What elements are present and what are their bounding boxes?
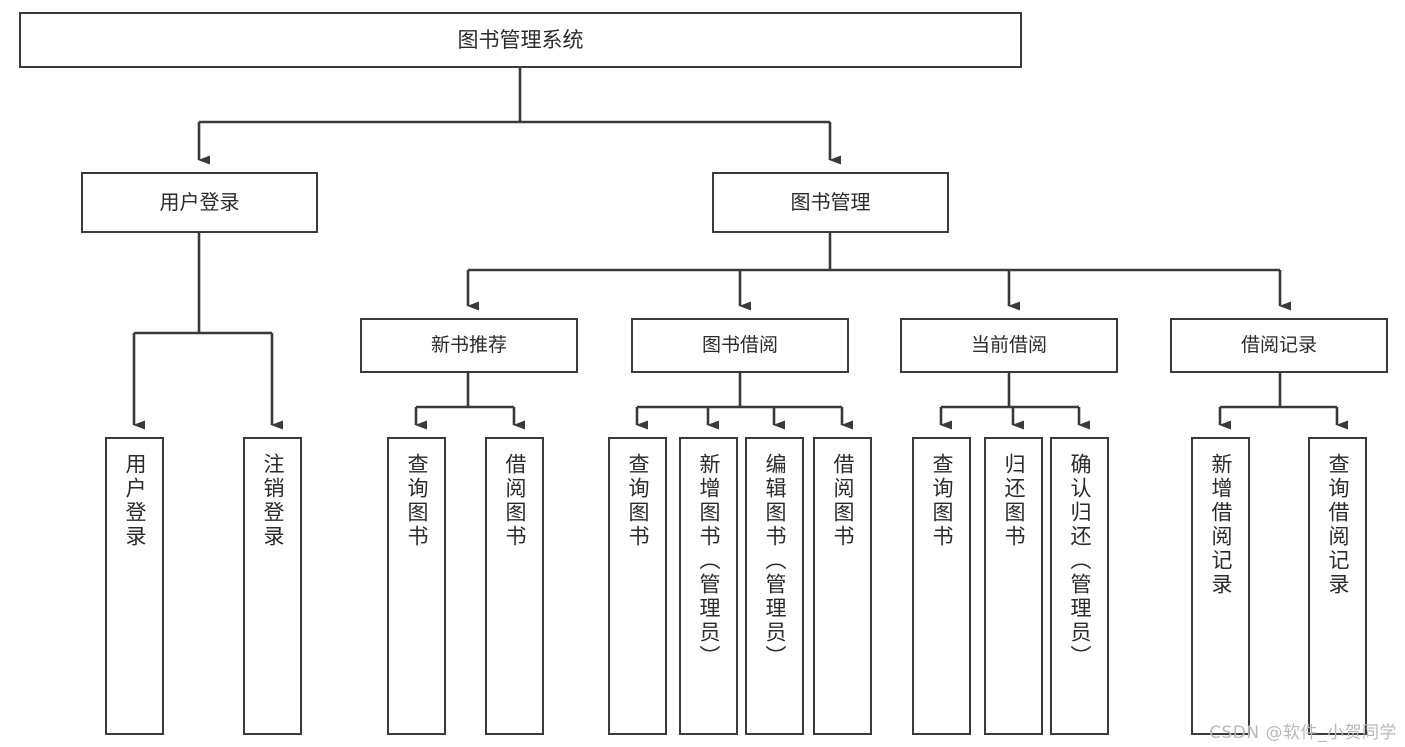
node-leaf-add-book-label: 新增图书（管理员） bbox=[697, 453, 721, 669]
node-leaf-query-record[interactable]: 查询借阅记录 bbox=[1308, 437, 1367, 735]
node-leaf-edit-book-label: 编辑图书（管理员） bbox=[763, 453, 787, 669]
node-leaf-borrow-book-2[interactable]: 借阅图书 bbox=[813, 437, 872, 735]
node-book-manage[interactable]: 图书管理 bbox=[712, 172, 949, 233]
node-leaf-confirm-return[interactable]: 确认归还（管理员） bbox=[1050, 437, 1109, 735]
node-leaf-return-book[interactable]: 归还图书 bbox=[984, 437, 1043, 735]
node-leaf-query-book-3-label: 查询图书 bbox=[930, 453, 954, 549]
node-leaf-user-login[interactable]: 用户登录 bbox=[105, 437, 164, 735]
node-leaf-user-logout[interactable]: 注销登录 bbox=[243, 437, 302, 735]
node-leaf-borrow-book-1[interactable]: 借阅图书 bbox=[485, 437, 544, 735]
node-leaf-borrow-book-1-label: 借阅图书 bbox=[503, 453, 527, 549]
node-current-borrow[interactable]: 当前借阅 bbox=[900, 318, 1118, 373]
node-user-login[interactable]: 用户登录 bbox=[81, 172, 318, 233]
node-book-manage-label: 图书管理 bbox=[790, 189, 871, 214]
node-current-borrow-label: 当前借阅 bbox=[970, 334, 1047, 357]
node-leaf-add-book[interactable]: 新增图书（管理员） bbox=[679, 437, 738, 735]
node-root[interactable]: 图书管理系统 bbox=[19, 12, 1022, 68]
node-new-book-recommend-label: 新书推荐 bbox=[430, 334, 507, 357]
node-leaf-return-book-label: 归还图书 bbox=[1002, 453, 1026, 549]
node-leaf-query-record-label: 查询借阅记录 bbox=[1326, 453, 1350, 597]
node-leaf-add-record-label: 新增借阅记录 bbox=[1209, 453, 1233, 597]
node-borrow-record[interactable]: 借阅记录 bbox=[1170, 318, 1388, 373]
node-leaf-query-book-2-label: 查询图书 bbox=[626, 453, 650, 549]
node-user-login-label: 用户登录 bbox=[159, 189, 240, 214]
node-leaf-query-book-1-label: 查询图书 bbox=[405, 453, 429, 549]
node-root-label: 图书管理系统 bbox=[457, 27, 584, 52]
node-new-book-recommend[interactable]: 新书推荐 bbox=[360, 318, 578, 373]
node-leaf-add-record[interactable]: 新增借阅记录 bbox=[1191, 437, 1250, 735]
node-leaf-borrow-book-2-label: 借阅图书 bbox=[831, 453, 855, 549]
node-book-borrow[interactable]: 图书借阅 bbox=[631, 318, 849, 373]
node-leaf-confirm-return-label: 确认归还（管理员） bbox=[1068, 453, 1092, 669]
node-leaf-query-book-1[interactable]: 查询图书 bbox=[387, 437, 446, 735]
node-borrow-record-label: 借阅记录 bbox=[1240, 334, 1317, 357]
node-leaf-query-book-3[interactable]: 查询图书 bbox=[912, 437, 971, 735]
node-book-borrow-label: 图书借阅 bbox=[701, 334, 778, 357]
node-leaf-query-book-2[interactable]: 查询图书 bbox=[608, 437, 667, 735]
node-leaf-user-logout-label: 注销登录 bbox=[261, 453, 285, 549]
node-leaf-edit-book[interactable]: 编辑图书（管理员） bbox=[745, 437, 804, 735]
node-leaf-user-login-label: 用户登录 bbox=[123, 453, 147, 549]
